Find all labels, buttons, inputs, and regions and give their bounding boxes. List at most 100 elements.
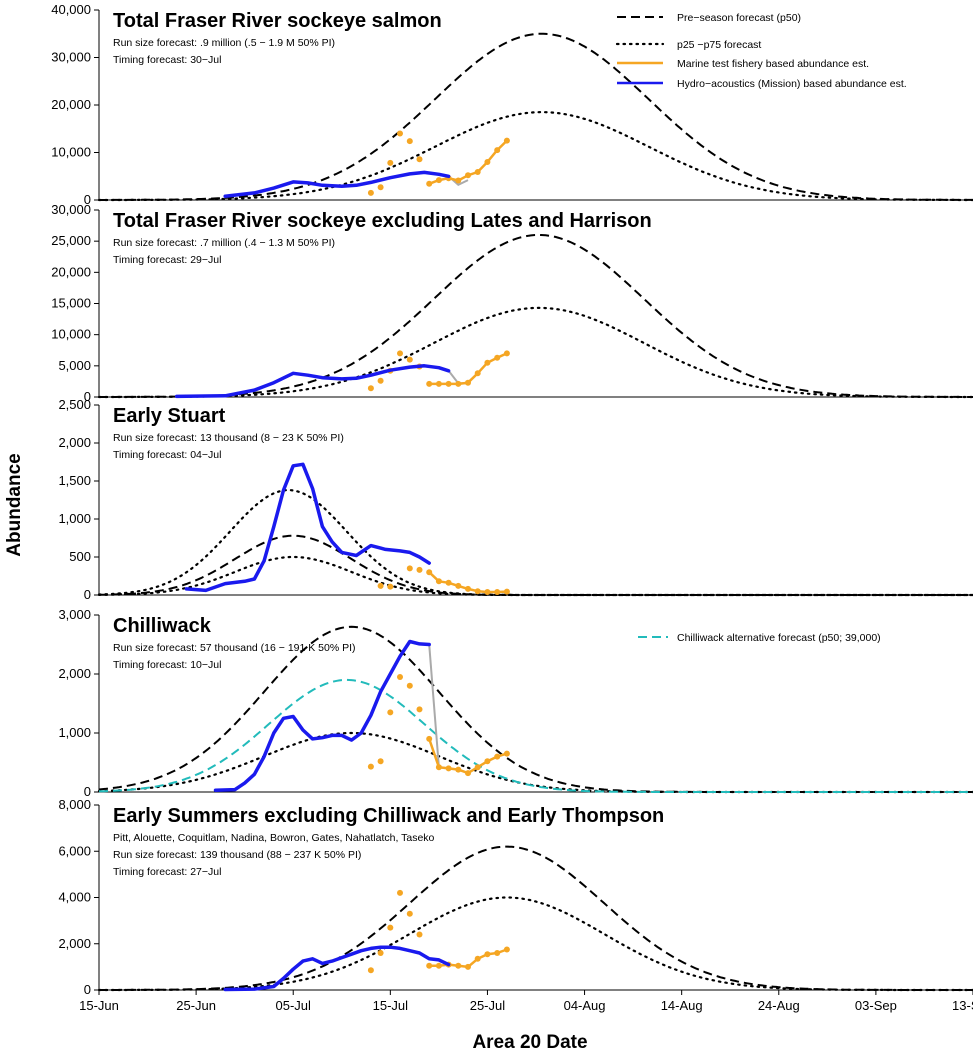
hydro-line (223, 170, 451, 198)
marine-point (377, 377, 384, 384)
panel-subtitle: Timing forecast: 10−Jul (113, 659, 221, 671)
marine-point (455, 177, 462, 184)
marine-point (474, 370, 481, 377)
x-tick-label: 03-Sep (855, 998, 897, 1013)
panel-subtitle: Run size forecast: 57 thousand (16 − 191… (113, 642, 356, 654)
marine-point (416, 566, 423, 573)
marine-point (484, 359, 491, 366)
y-tick-label: 30,000 (51, 50, 91, 65)
marine-point (416, 931, 423, 938)
marine-point (435, 578, 442, 585)
y-tick-label: 0 (84, 982, 91, 997)
marine-point (426, 735, 433, 742)
x-tick-label: 24-Aug (758, 998, 800, 1013)
marine-point (465, 963, 471, 970)
marine-point (367, 385, 374, 392)
p50-forecast-curve (98, 534, 973, 596)
x-axis-label: Area 20 Date (472, 1032, 587, 1053)
marine-point (367, 967, 374, 974)
marine-point (435, 962, 442, 969)
marine-point (494, 589, 501, 595)
marine-point (494, 753, 501, 760)
marine-point (416, 156, 423, 163)
x-tick-label: 25-Jul (470, 998, 506, 1013)
y-tick-label: 5,000 (58, 358, 91, 373)
marine-point (503, 946, 510, 953)
y-axis-label: Abundance (4, 453, 25, 556)
p25-p75-forecast-curve (97, 306, 973, 399)
y-tick-label: 8,000 (58, 797, 91, 812)
marine-point (426, 180, 433, 187)
x-tick-label: 15-Jun (79, 998, 119, 1013)
panel-subtitle: Timing forecast: 04−Jul (113, 449, 221, 461)
y-tick-label: 2,500 (58, 397, 91, 412)
panel-subtitle: Run size forecast: 13 thousand (8 − 23 K… (113, 432, 344, 444)
marine-point (503, 137, 510, 144)
y-tick-label: 6,000 (58, 843, 91, 858)
panel-subtitle: Timing forecast: 30−Jul (113, 54, 221, 66)
x-tick-label: 05-Jul (276, 998, 312, 1013)
legend-marine-label: Marine test fishery based abundance est. (677, 58, 869, 70)
marine-point (484, 159, 491, 165)
panel-2: 05,00010,00015,00020,00025,00030,000Tota… (51, 202, 973, 404)
marine-point (484, 951, 491, 958)
y-tick-label: 4,000 (58, 890, 91, 905)
marine-point (465, 770, 471, 777)
alternative-forecast-curve (98, 678, 973, 793)
p25-p75-forecast-curve (97, 488, 973, 597)
y-tick-label: 0 (84, 192, 91, 207)
y-tick-label: 20,000 (51, 97, 91, 112)
y-tick-label: 1,000 (58, 725, 91, 740)
marine-point (377, 758, 384, 765)
x-tick-label: 25-Jun (176, 998, 216, 1013)
marine-point (435, 764, 442, 771)
y-tick-label: 1,000 (58, 511, 91, 526)
marine-point (465, 585, 471, 592)
y-tick-label: 0 (84, 784, 91, 799)
hydro-line (223, 945, 451, 992)
y-tick-label: 3,000 (58, 607, 91, 622)
x-tick-label: 14-Aug (661, 998, 703, 1013)
marine-point (377, 184, 384, 191)
marine-point (377, 582, 384, 589)
marine-point (406, 910, 413, 917)
y-tick-label: 2,000 (58, 936, 91, 951)
p50-forecast-curve (99, 845, 973, 991)
panel-subtitle: Run size forecast: .7 million (.4 − 1.3 … (113, 237, 335, 249)
marine-point (474, 169, 481, 175)
panel-subtitle: Timing forecast: 29−Jul (113, 254, 221, 266)
panel-subtitle: Pitt, Alouette, Coquitlam, Nadina, Bowro… (113, 832, 435, 844)
marine-point (494, 950, 501, 956)
x-tick-label: 04-Aug (564, 998, 606, 1013)
marine-point (387, 709, 394, 716)
marine-point (397, 889, 403, 896)
marine-point (474, 764, 481, 771)
marine-point (445, 579, 452, 586)
p25-p75-forecast-curve (97, 555, 973, 597)
panel-title: Total Fraser River sockeye excluding Lat… (113, 210, 652, 232)
hydro-line (213, 639, 431, 792)
panel-subtitle: Run size forecast: .9 million (.5 − 1.9 … (113, 37, 335, 49)
y-tick-label: 25,000 (51, 233, 91, 248)
hydro-line (174, 364, 451, 399)
marine-point (465, 379, 471, 386)
marine-point (445, 380, 452, 387)
panel-title: Chilliwack (113, 615, 212, 637)
marine-point (455, 766, 462, 773)
marine-point (503, 350, 510, 357)
panel-title: Early Summers excluding Chilliwack and E… (113, 805, 664, 827)
x-tick-label: 15-Jul (373, 998, 409, 1013)
marine-point (387, 924, 394, 931)
marine-point (397, 674, 403, 680)
x-axis: 15-Jun 25-Jun 05-Jul 15-Jul 25-Jul 04-Aug 14-A… (79, 990, 973, 1013)
marine-point (387, 159, 394, 166)
marine-point (484, 758, 491, 765)
y-tick-label: 15,000 (51, 296, 91, 311)
marine-point (474, 955, 481, 962)
p25-p75-forecast-curve (97, 111, 973, 202)
marine-point (503, 750, 510, 757)
marine-point (367, 189, 374, 196)
marine-point (416, 706, 423, 713)
